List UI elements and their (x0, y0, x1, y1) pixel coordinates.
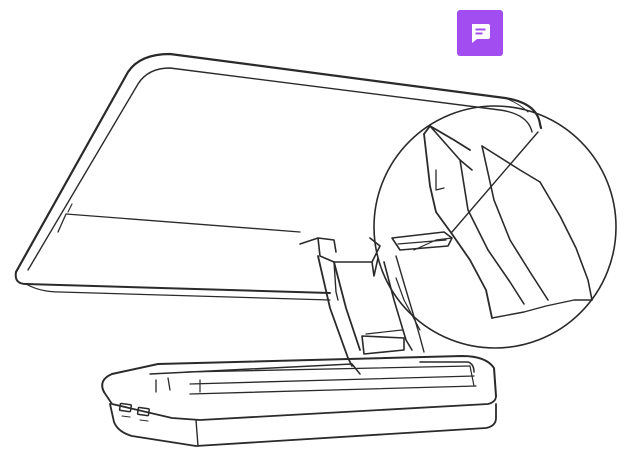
comment-button[interactable] (457, 10, 503, 56)
magnified-detail (373, 105, 617, 349)
comment-icon (472, 24, 490, 43)
monitor-panel (14, 52, 543, 301)
docking-base (101, 355, 497, 447)
stand-arm (299, 237, 425, 367)
